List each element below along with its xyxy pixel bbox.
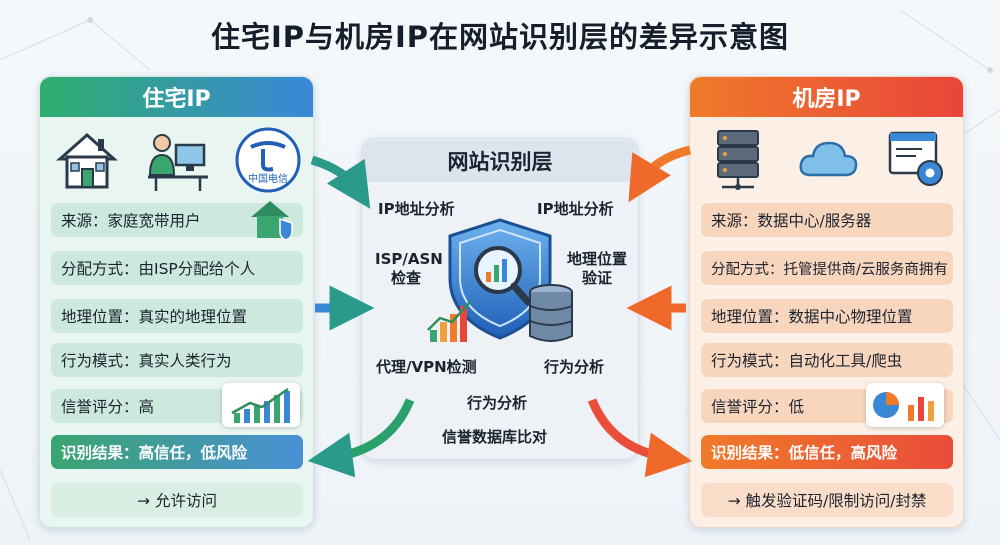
residential-ip-header: 住宅IP (40, 77, 313, 117)
residential-ip-panel: 住宅IP 中国电信 来源：家庭宽带用户 分 (39, 76, 314, 528)
ip-analysis-label-right: IP地址分析 (537, 200, 614, 218)
datacenter-location-row: 地理位置：数据中心物理位置 (701, 299, 953, 333)
geo-verify-label: 地理位置 验证 (562, 250, 632, 288)
datacenter-ip-panel: 机房IP 来源：数据中心/服务器 分配方式：托管提供商/云服务商拥有 地理位置：… (689, 76, 964, 528)
datacenter-behavior-row: 行为模式：自动化工具/爬虫 (701, 343, 953, 377)
pie-bar-chart-icon (866, 383, 944, 427)
shield-magnifier-icon (448, 218, 552, 340)
datacenter-ip-header: 机房IP (690, 77, 963, 117)
residential-behavior-row: 行为模式：真实人类行为 (51, 343, 303, 377)
datacenter-allocation-row: 分配方式：托管提供商/云服务商拥有 (701, 251, 953, 285)
datacenter-top-arrow (628, 145, 692, 203)
datacenter-source-row: 来源：数据中心/服务器 (701, 203, 953, 237)
datacenter-action-row: → 触发验证码/限制访问/封禁 (701, 483, 953, 517)
growth-chart-icon (222, 383, 300, 427)
bar-chart-icon (427, 301, 471, 342)
house-icon (56, 132, 118, 189)
residential-icon-row: 中国电信 (40, 125, 313, 195)
datacenter-icon-row (690, 125, 963, 195)
geo-line: 地理位置 (566, 250, 627, 268)
ip-analysis-label-left: IP地址分析 (378, 200, 455, 218)
reputation-database-label: 信誉数据库比对 (442, 428, 548, 446)
residential-allocation-row: 分配方式：由ISP分配给个人 (51, 251, 303, 285)
behavior-analysis-label-right: 行为分析 (544, 358, 605, 376)
china-telecom-logo-text: 中国电信 (248, 174, 288, 185)
page-title: 住宅IP与机房IP在网站识别层的差异示意图 (210, 20, 790, 54)
residential-action-row: → 允许访问 (51, 483, 303, 517)
server-rack-icon (717, 130, 759, 190)
verify-line: 验证 (581, 269, 612, 287)
isp-asn-line: ISP/ASN (375, 250, 443, 268)
isp-asn-check-label: ISP/ASN 检查 (375, 250, 443, 288)
datacenter-result-row: 识别结果：低信任，高风险 (701, 435, 953, 469)
cloud-icon (799, 141, 858, 177)
proxy-vpn-label: 代理/VPN检测 (376, 358, 477, 376)
check-line: 检查 (390, 269, 421, 287)
browser-gear-icon (888, 131, 943, 186)
website-detection-layer-header: 网站识别层 (361, 140, 639, 182)
residential-location-row: 地理位置：真实的地理位置 (51, 299, 303, 333)
behavior-analysis-label-bottom: 行为分析 (467, 394, 528, 412)
database-icon (529, 284, 573, 342)
person-at-computer-icon (148, 134, 208, 191)
residential-result-row: 识别结果：高信任，低风险 (51, 435, 303, 469)
residential-top-arrow (310, 155, 371, 209)
home-shield-icon (251, 201, 293, 241)
china-telecom-logo-icon: 中国电信 (233, 125, 303, 195)
